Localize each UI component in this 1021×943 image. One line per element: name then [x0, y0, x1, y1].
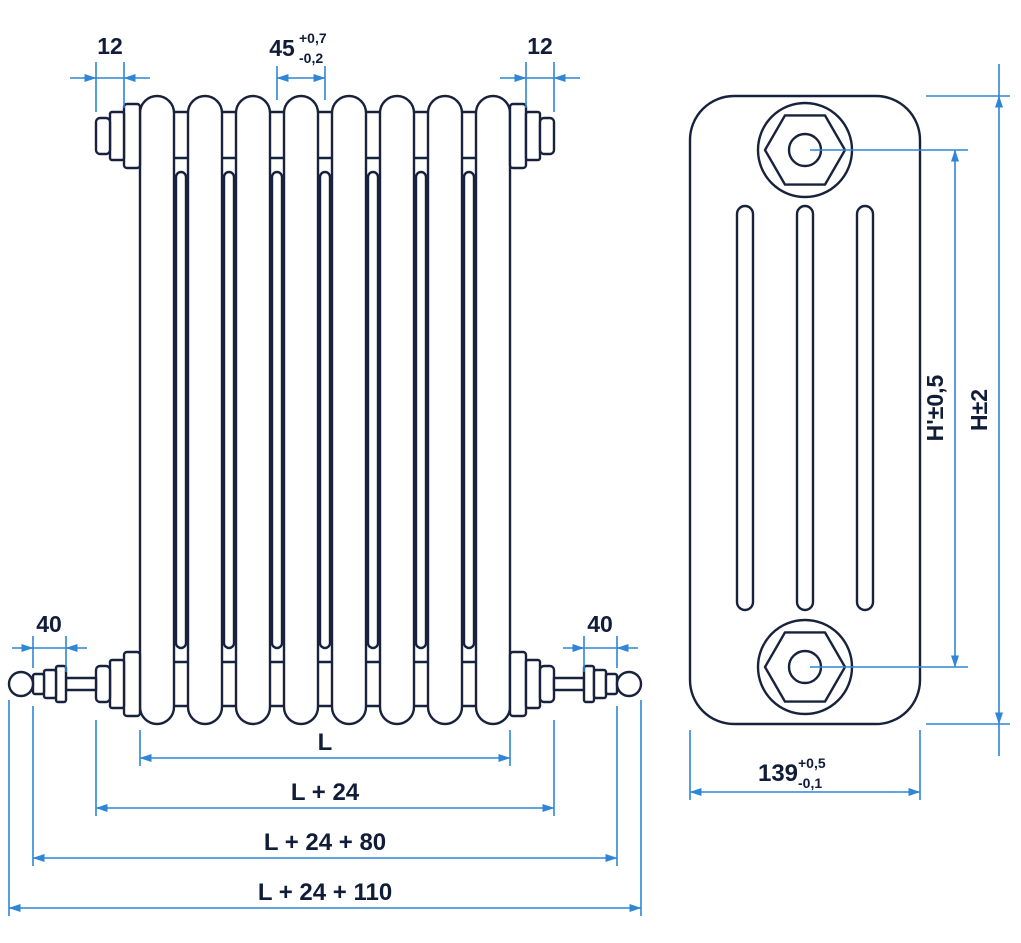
valve-right: [552, 664, 643, 704]
rear-column-tube: [270, 170, 284, 650]
dim-label-depth: 139: [758, 760, 798, 787]
dim-depth: [689, 730, 921, 800]
dim-cap-right: [500, 62, 580, 112]
plug-flange: [508, 102, 528, 170]
dim-label-valve-right: 40: [587, 611, 613, 637]
end-plug-bottom-left: [94, 650, 142, 718]
plug-flange: [122, 102, 142, 170]
valve-fitting: [592, 668, 608, 700]
valve-fitting: [31, 672, 46, 696]
valve-fitting: [54, 664, 68, 704]
dim-label-depth-tol-minus: -0,1: [798, 775, 822, 791]
plug-body: [524, 658, 542, 710]
end-plug-top-left: [94, 102, 142, 170]
plug-flange: [508, 650, 528, 718]
dim-height-total: [926, 64, 1010, 756]
column-tube: [426, 94, 464, 726]
dim-length-L24110: [8, 700, 642, 916]
plug-flange: [122, 650, 142, 718]
end-plug-top-right: [508, 102, 556, 170]
dim-label-depth-tol-plus: +0,5: [798, 755, 826, 771]
dim-length-L24: [95, 720, 555, 816]
dim-label-pitch-tol-minus: -0,2: [299, 50, 323, 66]
dim-label-pitch: 45: [269, 35, 295, 61]
dimension-lines: [8, 62, 1010, 916]
column-tube: [282, 94, 320, 726]
header-bridges: [172, 110, 478, 708]
bushing-hex-nut: [763, 631, 847, 703]
rear-column-tube: [462, 170, 476, 650]
dim-length-L: [139, 730, 511, 766]
column-tube: [138, 94, 176, 726]
valve-fitting: [582, 664, 596, 704]
plug-body: [524, 110, 542, 162]
dimension-labels: 12 45 +0,7 -0,2 12 40 40 L L + 24 L + 24…: [36, 30, 992, 906]
rear-column-tube: [414, 170, 428, 650]
dim-length-L2480: [32, 706, 618, 866]
valve-left: [7, 664, 98, 704]
column-tube: [330, 94, 368, 726]
column-tube: [186, 94, 224, 726]
valve-ball: [615, 670, 643, 698]
column-tube: [378, 94, 416, 726]
side-view: [688, 94, 922, 726]
rear-column-tube: [222, 170, 236, 650]
plug-body: [108, 110, 126, 162]
dim-label-length-valves: L + 24 + 80: [264, 829, 386, 856]
side-body: [688, 94, 922, 726]
dim-cap-left: [70, 62, 150, 112]
dim-height-centers: [810, 149, 968, 668]
column-groove: [855, 204, 875, 612]
rear-column-tube: [318, 170, 332, 650]
dim-label-length: L: [318, 729, 333, 756]
dim-label-pivot-height: H'±0,5: [922, 374, 948, 441]
front-columns: [138, 94, 512, 726]
column-groove: [795, 204, 815, 612]
valve-ball: [7, 670, 35, 698]
valve-pipe: [552, 676, 586, 692]
valve-fitting: [604, 672, 619, 696]
valve-fitting: [42, 668, 58, 700]
end-plug-bottom-right: [508, 650, 556, 718]
rear-column-tube: [366, 170, 380, 650]
column-tube: [474, 94, 512, 726]
bushing-hex-nut: [763, 114, 847, 186]
plug-cap: [94, 116, 112, 156]
column-grooves: [735, 204, 875, 612]
valve-pipe: [64, 676, 98, 692]
plug-body: [108, 658, 126, 710]
dim-label-total-height: H±2: [966, 389, 992, 431]
dim-label-length-caps: L + 24: [291, 779, 360, 806]
dim-label-length-total: L + 24 + 110: [258, 879, 392, 906]
dim-valve-left: [12, 636, 87, 672]
plug-cap: [538, 116, 556, 156]
dim-label-cap-left: 12: [97, 33, 123, 59]
dim-pitch: [276, 66, 326, 100]
rear-columns: [174, 170, 476, 650]
dim-valve-right: [563, 636, 638, 672]
front-view: [7, 94, 643, 726]
dim-label-pitch-tol-plus: +0,7: [299, 30, 327, 46]
bushing-top: [756, 101, 854, 199]
rear-column-tube: [174, 170, 188, 650]
dim-label-cap-right: 12: [527, 33, 553, 59]
column-groove: [735, 204, 755, 612]
dim-label-valve-left: 40: [36, 611, 62, 637]
plug-cap: [538, 664, 556, 704]
column-tube: [234, 94, 272, 726]
plug-cap: [94, 664, 112, 704]
